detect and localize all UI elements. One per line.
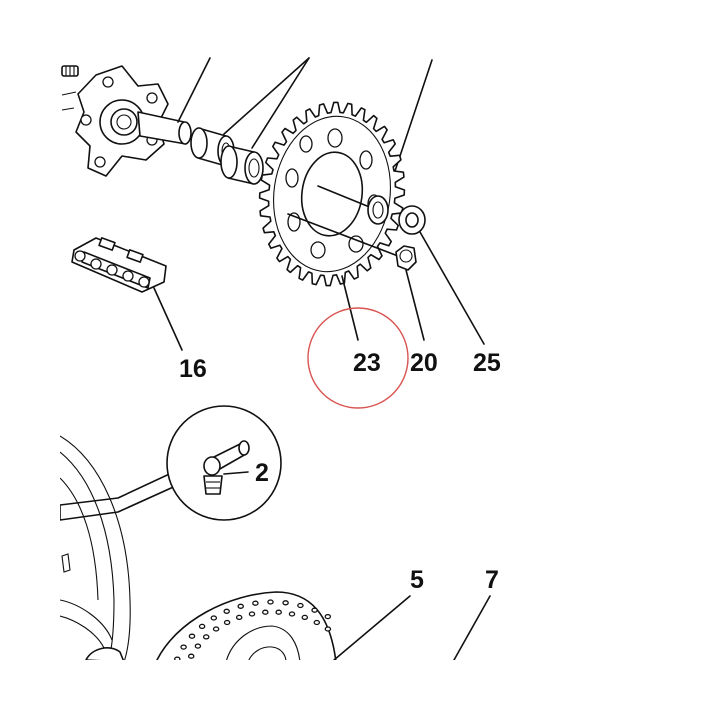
disc-hole [223,608,230,614]
callout-2: 2 [255,459,269,487]
callout-16: 16 [179,355,207,383]
rear-sprocket [258,101,406,287]
disc-hole [223,619,231,626]
disc-hole [212,626,220,632]
disc-hole [262,609,269,615]
callout-23-highlight-ring [307,307,409,409]
disc-hole [252,600,259,606]
washer [398,205,426,235]
disc-hole [324,613,332,620]
disc-hole [248,611,256,617]
disc-hole [311,607,318,613]
disc-hole [313,619,321,626]
disc-hole [275,609,282,615]
disc-hole [235,614,243,621]
disc-hole [188,633,196,639]
disc-hole [297,602,304,609]
disc-hole [194,643,202,649]
disc-hole [282,600,289,606]
detail-bubble [60,405,282,521]
disc-hole [210,615,218,621]
disc-hole [288,611,296,617]
bearings [190,127,264,185]
disc-hole [187,653,195,659]
disc-hole [202,634,210,640]
circlip [367,195,389,225]
sprocket-nut [395,245,417,271]
disc-hole [267,599,274,605]
callout-23: 23 [353,349,381,377]
disc-hole [324,626,332,632]
disc-holes [174,599,332,660]
wheel-rim [60,435,131,660]
callout-5: 5 [410,566,424,594]
brake-disc [156,591,337,660]
disc-hole [237,603,244,609]
wheel-hub [61,65,192,177]
disc-hole [180,644,187,650]
disc-hole [301,614,309,621]
disc-hole [174,656,181,660]
chain-link [71,237,167,293]
callout-25: 25 [473,349,501,377]
disc-hole [198,623,206,630]
callout-20: 20 [410,349,438,377]
callout-7: 7 [485,566,499,594]
